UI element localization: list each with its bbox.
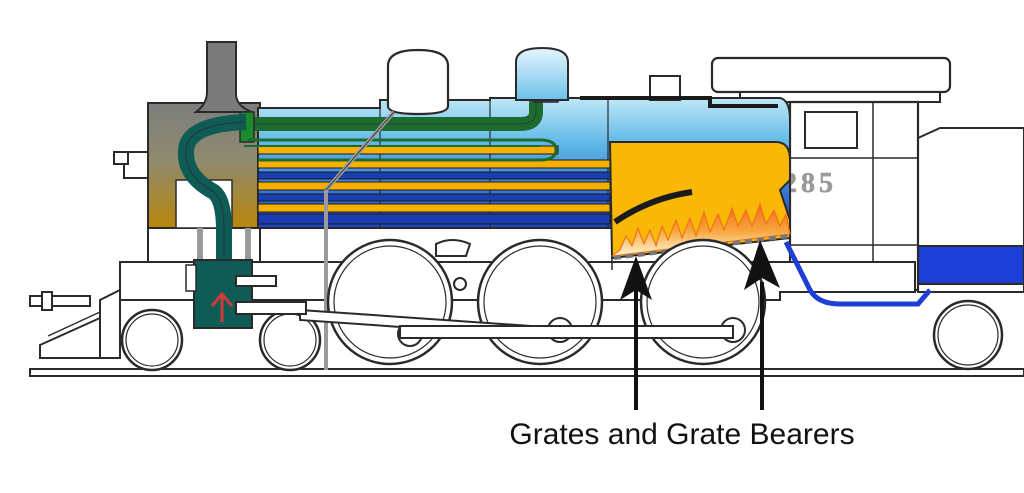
locomotive-number: 285 [783, 168, 837, 199]
cylinder [185, 259, 253, 329]
driving-wheel-3 [639, 238, 767, 366]
smokestack [192, 41, 253, 113]
steam-dome [515, 46, 569, 101]
pilot [29, 288, 121, 359]
cab-window [804, 111, 858, 149]
cab: 285 [710, 56, 952, 292]
driving-wheel-2 [476, 238, 604, 366]
fire-flames [610, 202, 791, 257]
brick-arch [613, 189, 693, 225]
cab-roof [710, 56, 952, 94]
tender [917, 127, 1024, 371]
sand-dome [386, 48, 450, 116]
connecting-rods [235, 239, 734, 340]
arrow-right-head [744, 240, 780, 290]
pilot-wheel-1 [120, 308, 184, 372]
grate-arrows [620, 240, 780, 410]
blue-pipe [783, 240, 932, 307]
diagram-caption: Grates and Grate Bearers [509, 418, 855, 451]
coupler [29, 295, 91, 307]
driving-wheels [326, 238, 767, 366]
tender-wheel [932, 299, 1004, 371]
rail [29, 368, 1024, 377]
arrow-left-head [620, 256, 652, 300]
tender-water-tank [917, 245, 1024, 285]
driving-wheel-1 [326, 238, 454, 366]
